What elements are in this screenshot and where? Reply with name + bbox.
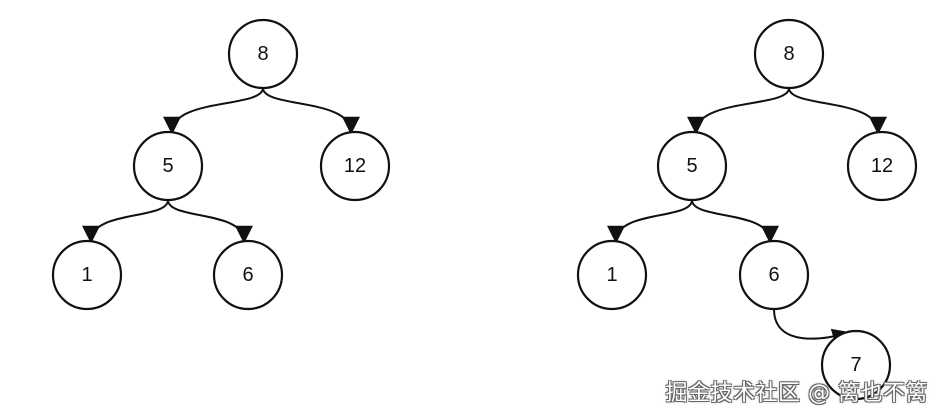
node-label: 12 <box>344 155 366 177</box>
tree-node-left-tree-6: 6 <box>212 239 284 311</box>
node-circle <box>319 130 391 202</box>
node-label: 6 <box>768 264 779 286</box>
node-label: 8 <box>783 43 794 65</box>
tree-node-right-tree-8: 8 <box>753 18 825 90</box>
tree-node-right-tree-12: 12 <box>846 130 918 202</box>
node-label: 7 <box>850 354 861 376</box>
nodes-layer: 8 5 12 1 6 8 5 12 1 6 7 <box>51 18 918 401</box>
node-circle <box>820 329 892 401</box>
tree-node-right-tree-7: 7 <box>820 329 892 401</box>
node-circle <box>227 18 299 90</box>
node-label: 12 <box>871 155 893 177</box>
edges-layer <box>82 87 887 347</box>
edge-R8-to-R5 <box>687 87 790 135</box>
node-circle <box>753 18 825 90</box>
node-circle <box>656 130 728 202</box>
edge-L5-to-L6 <box>167 199 253 244</box>
node-label: 8 <box>257 43 268 65</box>
node-label: 5 <box>686 155 697 177</box>
tree-node-right-tree-5: 5 <box>656 130 728 202</box>
node-label: 1 <box>81 264 92 286</box>
node-circle <box>51 239 123 311</box>
node-label: 1 <box>606 264 617 286</box>
edge-R6-to-R7 <box>773 308 851 347</box>
tree-node-left-tree-8: 8 <box>227 18 299 90</box>
watermark: 掘金技术社区 @ 篱也不篱 <box>665 381 928 406</box>
node-circle <box>132 130 204 202</box>
node-label: 5 <box>162 155 173 177</box>
tree-node-left-tree-12: 12 <box>319 130 391 202</box>
node-circle <box>738 239 810 311</box>
edge-R8-to-R12 <box>788 87 887 135</box>
tree-node-right-tree-1: 1 <box>576 239 648 311</box>
node-label: 6 <box>242 264 253 286</box>
tree-node-left-tree-1: 1 <box>51 239 123 311</box>
tree-node-right-tree-6: 6 <box>738 239 810 311</box>
edge-L8-to-L12 <box>262 87 360 135</box>
node-circle <box>212 239 284 311</box>
node-circle <box>576 239 648 311</box>
tree-node-left-tree-5: 5 <box>132 130 204 202</box>
edge-L5-to-L1 <box>82 199 169 244</box>
edge-R5-to-R6 <box>691 199 779 244</box>
edge-L8-to-L5 <box>163 87 264 135</box>
edge-R5-to-R1 <box>607 199 693 244</box>
node-circle <box>846 130 918 202</box>
